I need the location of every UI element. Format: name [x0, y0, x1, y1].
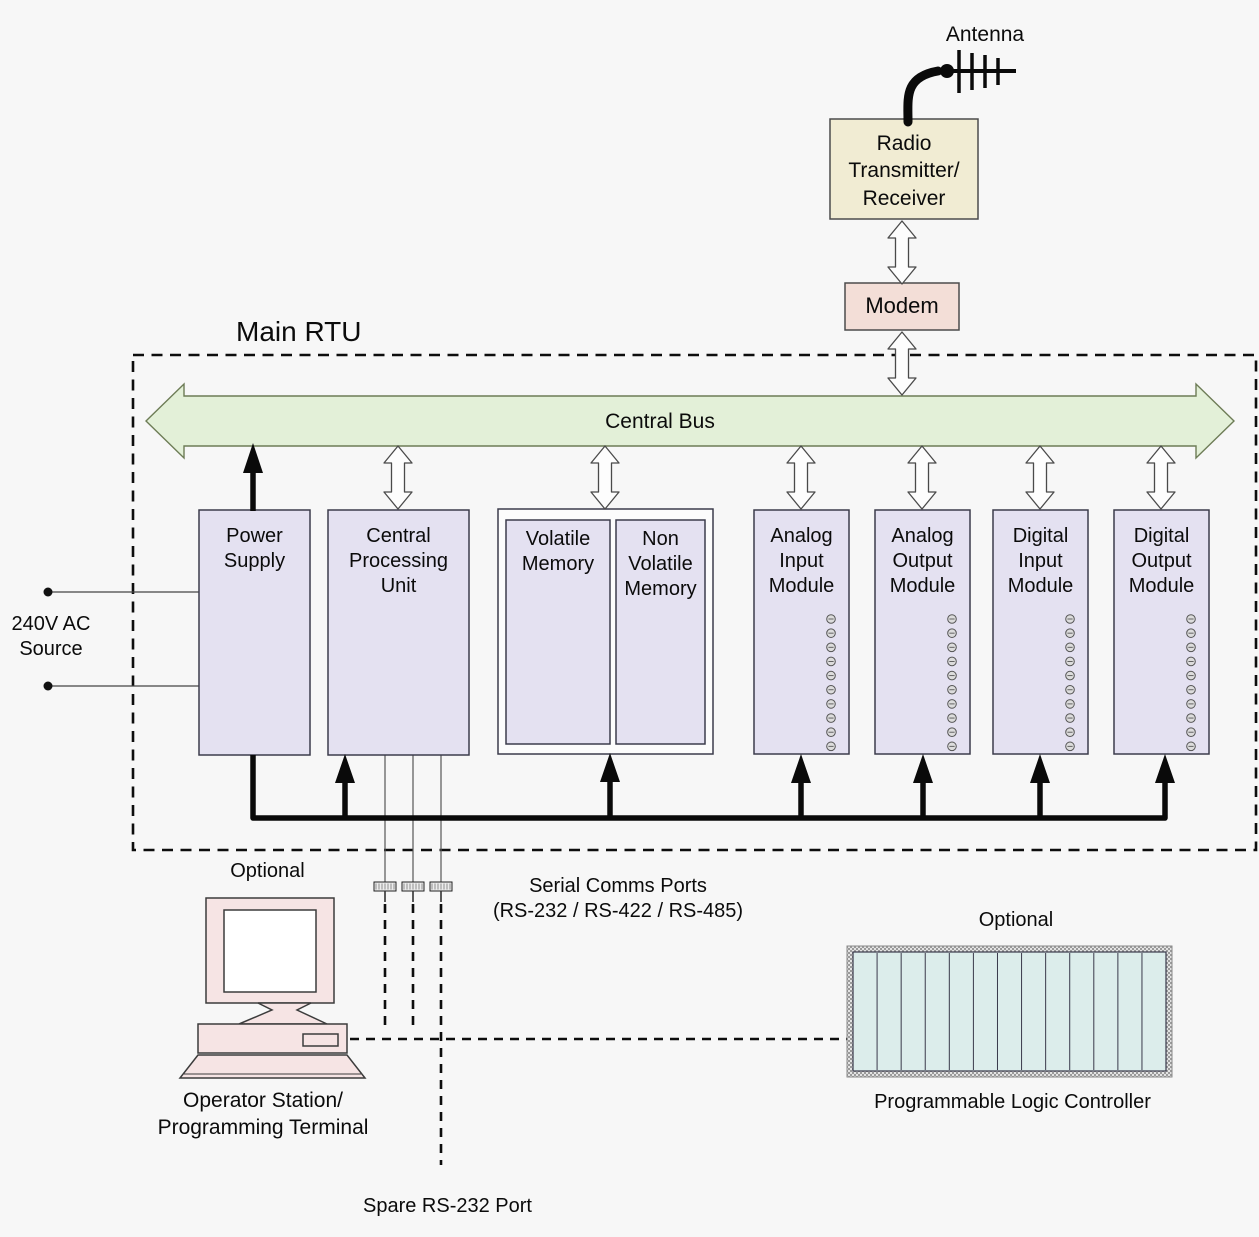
- ac-terminal-dot: [43, 681, 53, 691]
- modem-box: [844, 282, 960, 331]
- antenna-label: Antenna: [945, 23, 1025, 46]
- analog-output-label: Analog Output Module: [889, 525, 956, 598]
- main-rtu-boundary: [131, 353, 1258, 852]
- digital-output-label: Digital Output Module: [1128, 525, 1195, 598]
- optional-terminal-label: Optional: [230, 860, 305, 882]
- bus-double-arrows: [383, 220, 1176, 510]
- keyboard: [178, 1054, 367, 1079]
- monitor-stand: [238, 1002, 328, 1025]
- floppy-slot: [302, 1033, 339, 1047]
- operator-station-drawing: [178, 897, 367, 1079]
- non-volatile-memory-label: Non Volatile Memory: [624, 528, 697, 601]
- volatile-memory-box: [505, 519, 611, 745]
- ac-feed-lines: [50, 591, 199, 687]
- modem-label: Modem: [865, 293, 939, 318]
- ac-terminal-dot: [43, 587, 53, 597]
- plc-label: Programmable Logic Controller: [874, 1091, 1151, 1113]
- monitor-screen: [223, 909, 317, 993]
- central-bus-arrow: [144, 382, 1236, 460]
- power-bus: [250, 469, 1168, 821]
- volatile-memory-label: Volatile Memory: [521, 528, 595, 576]
- cpu-label: Central Processing Unit: [349, 525, 448, 598]
- ac-source-label: 240V AC Source: [11, 613, 91, 661]
- plc-inner: [852, 951, 1167, 1072]
- serial-ports-label: Serial Comms Ports (RS-232 / RS-422 / RS…: [492, 875, 744, 923]
- radio-box: [829, 118, 979, 220]
- serial-port-connectors: [373, 881, 453, 902]
- optional-dashed-links: [350, 904, 847, 1165]
- power-arrowheads: [243, 443, 1175, 783]
- spare-port-label: Spare RS-232 Port: [363, 1195, 532, 1217]
- operator-station-label: Operator Station/ Programming Terminal: [157, 1089, 369, 1140]
- cpu-box: [327, 509, 470, 756]
- plc-drawing: [846, 945, 1173, 1078]
- main-rtu-label: Main RTU: [236, 316, 362, 347]
- antenna-icon: [903, 50, 1016, 127]
- optional-plc-label: Optional: [978, 909, 1054, 931]
- power-supply-label: Power Supply: [223, 525, 286, 573]
- central-bus-label: Central Bus: [605, 410, 715, 433]
- analog-input-label: Analog Input Module: [768, 525, 835, 598]
- digital-input-label: Digital Input Module: [1007, 525, 1074, 598]
- radio-label: Radio Transmitter/ Receiver: [848, 132, 960, 210]
- non-volatile-memory-box: [615, 519, 706, 745]
- terminal-screws: [826, 614, 1196, 752]
